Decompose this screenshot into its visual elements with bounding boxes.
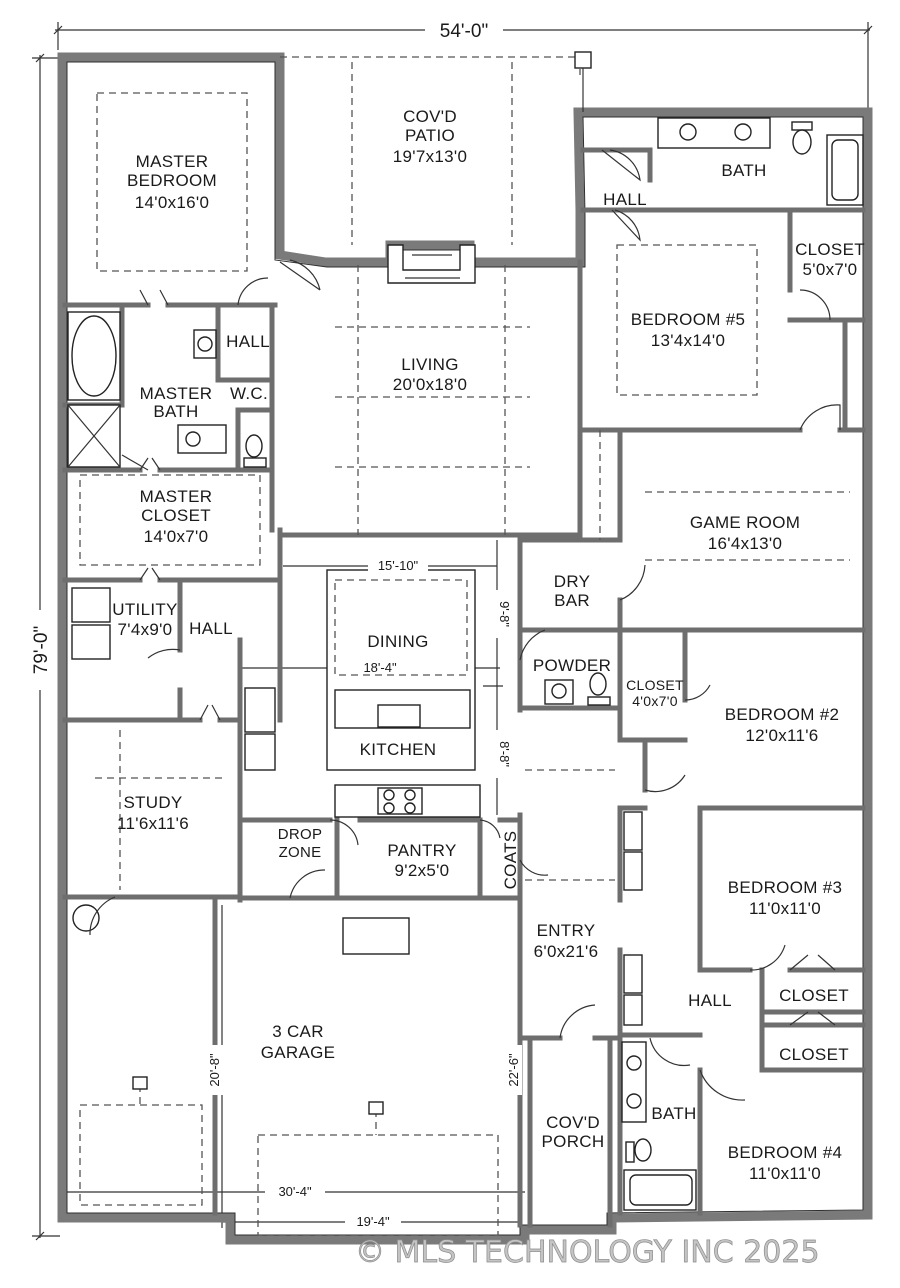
- powder-label: POWDER: [533, 656, 611, 675]
- closet-b-label: CLOSET: [779, 1045, 849, 1064]
- exterior-walls: [57, 51, 873, 1245]
- drop-zone-label-2: ZONE: [279, 844, 322, 861]
- bedroom4-label: BEDROOM #4: [728, 1143, 842, 1162]
- hall-master-label: HALL: [226, 332, 270, 351]
- kitchen-depth-dim: 8'-8": [497, 741, 512, 767]
- patio-label: COV'D: [403, 107, 457, 126]
- closet5-label: CLOSET: [795, 240, 865, 259]
- master-bedroom-size: 14'0x16'0: [135, 193, 209, 212]
- porch-label-2: PORCH: [542, 1132, 605, 1151]
- coats-label: COATS: [501, 831, 520, 890]
- pantry-size: 9'2x5'0: [395, 861, 450, 880]
- master-closet-label-2: CLOSET: [141, 506, 211, 525]
- entry-label: ENTRY: [537, 921, 596, 940]
- bedroom2-size: 12'0x11'6: [745, 726, 818, 745]
- study-label: STUDY: [123, 793, 182, 812]
- fixtures: [67, 117, 864, 1211]
- garage-depth-right-dim: 22'-6": [506, 1053, 521, 1087]
- bedroom4-size: 11'0x11'0: [749, 1164, 821, 1183]
- master-bath-label: MASTER: [140, 384, 213, 403]
- room-labels: MASTER BEDROOM 14'0x16'0 COV'D PATIO 19'…: [112, 107, 865, 1183]
- ceiling-lines: [79, 62, 850, 1236]
- closet5-size: 5'0x7'0: [803, 260, 858, 279]
- pantry-label: PANTRY: [387, 841, 456, 860]
- master-closet-label: MASTER: [140, 487, 213, 506]
- utility-label: UTILITY: [112, 600, 177, 619]
- overall-width-dim: 54'-0": [440, 21, 488, 42]
- garage-label-2: GARAGE: [261, 1043, 336, 1062]
- wc-label: W.C.: [230, 384, 268, 403]
- game-room-label: GAME ROOM: [690, 513, 800, 532]
- closet2-size: 4'0x7'0: [632, 693, 678, 709]
- closet-a-label: CLOSET: [779, 986, 849, 1005]
- dry-bar-label-2: BAR: [554, 591, 590, 610]
- bedroom3-size: 11'0x11'0: [749, 899, 821, 918]
- door-swings: [89, 149, 841, 1101]
- dimension-labels: 54'-0" 79'-0" 15'-10" 18'-4" 9'-8" 8'-8"…: [28, 18, 522, 1229]
- dining-span-dim: 18'-4": [363, 660, 397, 675]
- living-size: 20'0x18'0: [393, 375, 467, 394]
- entry-size: 6'0x21'6: [534, 942, 599, 961]
- hall-bedrooms-label: HALL: [688, 991, 732, 1010]
- closet2-label: CLOSET: [626, 677, 684, 693]
- utility-size: 7'4x9'0: [118, 620, 173, 639]
- game-room-size: 16'4x13'0: [708, 534, 782, 553]
- living-label: LIVING: [401, 355, 459, 374]
- copyright-watermark: © MLS TECHNOLOGY INC 2025: [355, 1235, 820, 1270]
- bedroom5-size: 13'4x14'0: [651, 331, 725, 350]
- kitchen-label: KITCHEN: [360, 740, 437, 759]
- master-bedroom-label-2: BEDROOM: [127, 171, 217, 190]
- dining-depth-dim: 9'-8": [497, 601, 512, 627]
- drop-zone-label: DROP: [278, 826, 323, 843]
- bath-top-label: BATH: [721, 161, 766, 180]
- garage-width-inner-dim: 19'-4": [356, 1214, 390, 1229]
- dry-bar-label: DRY: [554, 572, 591, 591]
- master-bedroom-label: MASTER: [136, 152, 209, 171]
- master-bath-label-2: BATH: [153, 402, 198, 421]
- patio-label-2: PATIO: [405, 126, 455, 145]
- interior-walls: [62, 147, 866, 1228]
- bedroom3-label: BEDROOM #3: [728, 878, 842, 897]
- hall-utility-label: HALL: [189, 619, 233, 638]
- hall-top-label: HALL: [603, 190, 647, 209]
- garage-width-outer-dim: 30'-4": [278, 1184, 312, 1199]
- garage-depth-left-dim: 20'-8": [207, 1053, 222, 1087]
- bedroom5-label: BEDROOM #5: [631, 310, 745, 329]
- overall-depth-dim: 79'-0": [31, 626, 52, 674]
- kitchen-width-dim: 15'-10": [378, 558, 419, 573]
- garage-label: 3 CAR: [272, 1022, 324, 1041]
- bath-bottom-label: BATH: [651, 1104, 696, 1123]
- porch-label: COV'D: [546, 1113, 600, 1132]
- study-size: 11'6x11'6: [117, 814, 189, 833]
- dining-label: DINING: [367, 632, 428, 651]
- bedroom2-label: BEDROOM #2: [725, 705, 839, 724]
- patio-size: 19'7x13'0: [393, 147, 467, 166]
- master-closet-size: 14'0x7'0: [144, 527, 209, 546]
